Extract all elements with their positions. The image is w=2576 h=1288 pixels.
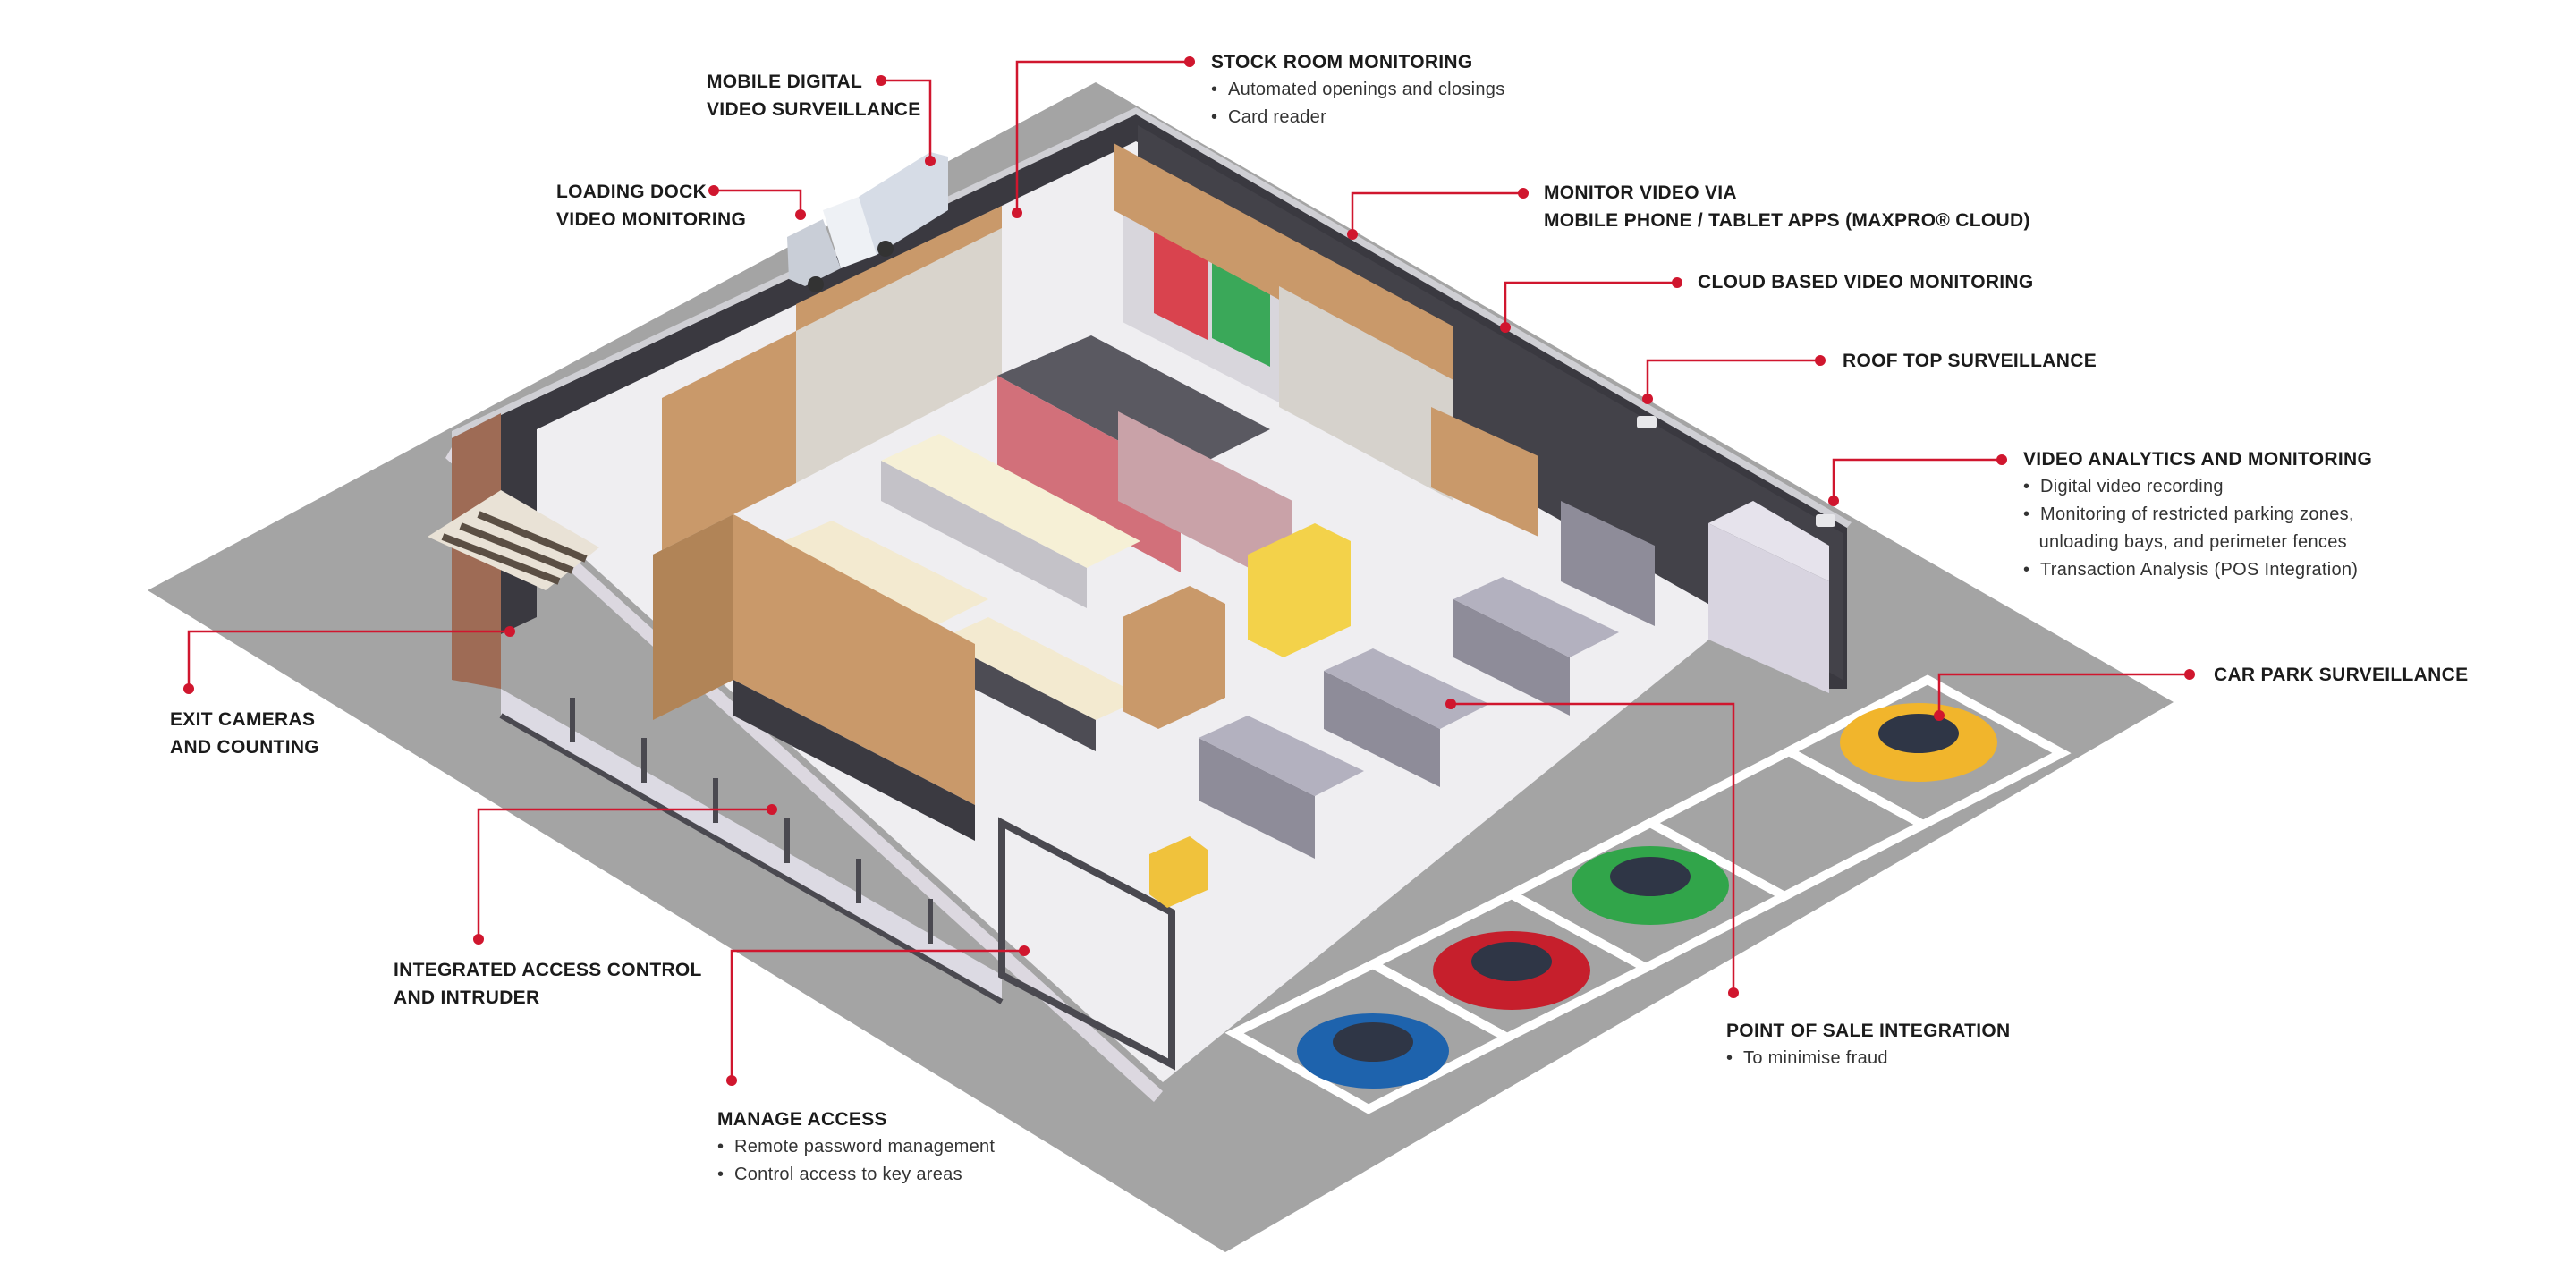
callout-roof-top: ROOF TOP SURVEILLANCE: [1843, 347, 2097, 375]
bullet-item: Digital video recording: [2023, 473, 2372, 501]
gondola-center-1-face: [997, 376, 1181, 572]
callout-bullets: To minimise fraud: [1726, 1045, 2010, 1072]
checkout-3: [1453, 599, 1570, 716]
truck-box-side: [823, 197, 877, 268]
freezer-1: [881, 434, 1140, 568]
callout-stock-room: STOCK ROOM MONITORING Automated openings…: [1211, 48, 1505, 131]
checkout-1: [1199, 738, 1315, 859]
callout-bullets: Digital video recording Monitoring of re…: [2023, 473, 2372, 584]
callout-title: CAR PARK SURVEILLANCE: [2214, 665, 2469, 685]
callout-title: ROOF TOP SURVEILLANCE: [1843, 351, 2097, 371]
car-green-roof: [1610, 857, 1690, 896]
bullet-item-continued: unloading bays, and perimeter fences: [2038, 532, 2347, 552]
truck-wheel-rear: [877, 241, 894, 257]
checkout-3-top: [1453, 577, 1619, 657]
store-floor-edge: [445, 447, 1163, 1102]
drinks-shelf: [1279, 286, 1453, 501]
freezer-3: [939, 617, 1145, 720]
checkout-2-top: [1324, 648, 1489, 729]
callout-title: STOCK ROOM MONITORING: [1211, 52, 1473, 72]
freezer-1-face: [881, 461, 1087, 608]
lockers: [1708, 523, 1829, 693]
car-blue-roof: [1333, 1022, 1413, 1062]
callout-cloud-video: CLOUD BASED VIDEO MONITORING: [1698, 268, 2034, 296]
freezer-2: [774, 521, 988, 626]
callout-mobile-dvs: MOBILE DIGITAL VIDEO SURVEILLANCE: [707, 68, 921, 123]
callout-title: INTEGRATED ACCESS CONTROL: [394, 960, 702, 980]
callout-title: MONITOR VIDEO VIA: [1544, 182, 1737, 203]
callout-car-park: CAR PARK SURVEILLANCE: [2214, 661, 2468, 689]
callout-title: MOBILE DIGITAL: [707, 72, 863, 92]
callout-dots: [183, 56, 2195, 1086]
car-red-roof: [1471, 942, 1552, 981]
callout-video-analytics: VIDEO ANALYTICS AND MONITORING Digital v…: [2023, 445, 2372, 584]
back-wall-left: [452, 114, 1136, 657]
callout-bullets: Automated openings and closings Card rea…: [1211, 76, 1505, 131]
callout-title: POINT OF SALE INTEGRATION: [1726, 1021, 2011, 1041]
cabinet-front: [733, 680, 975, 841]
bullet-item: To minimise fraud: [1726, 1045, 2010, 1072]
checkout-2: [1324, 671, 1440, 787]
self-checkout: [1561, 501, 1655, 626]
truck-cab: [787, 219, 841, 286]
bullet-item: Control access to key areas: [717, 1161, 995, 1189]
freezer-3-face: [939, 640, 1096, 751]
analytics-camera-icon: [1816, 514, 1835, 527]
callout-manage-access: MANAGE ACCESS Remote password management…: [717, 1106, 995, 1189]
roof-camera-icon: [1637, 416, 1657, 428]
wood-shelf-right: [1114, 143, 1453, 394]
truck-wheel: [808, 276, 824, 292]
wood-panel-left: [796, 206, 1002, 331]
entry-door: [998, 817, 1175, 1071]
callout-leaders: [187, 60, 2190, 1080]
glass-front: [501, 689, 1002, 1002]
car-yellow-roof: [1878, 714, 1959, 753]
bullet-item: Remote password management: [717, 1133, 995, 1161]
back-shelf-left: [796, 228, 1002, 483]
basket-stack: [1149, 836, 1208, 908]
callout-loading-dock: LOADING DOCK VIDEO MONITORING: [556, 178, 746, 233]
callout-title: MANAGE ACCESS: [717, 1109, 887, 1130]
truck-box: [859, 152, 948, 255]
bullet-item: Transaction Analysis (POS Integration): [2023, 556, 2372, 584]
produce-stand: [1431, 407, 1538, 537]
wine-display: [1123, 586, 1225, 729]
callout-access-control: INTEGRATED ACCESS CONTROL AND INTRUDER: [394, 956, 702, 1012]
gondola-center-1: [997, 335, 1270, 474]
callout-title: MOBILE PHONE / TABLET APPS (MAXPRO® CLOU…: [1544, 210, 2030, 231]
callout-title: AND INTRUDER: [394, 987, 540, 1008]
callout-pos: POINT OF SALE INTEGRATION To minimise fr…: [1726, 1017, 2010, 1072]
parking-bays: [1224, 674, 2072, 1114]
callout-exit-cameras: EXIT CAMERAS AND COUNTING: [170, 706, 319, 761]
callout-title: VIDEO MONITORING: [556, 209, 747, 230]
callout-title: EXIT CAMERAS: [170, 709, 316, 730]
callout-title: AND COUNTING: [170, 737, 319, 758]
gondola-center-2: [1118, 411, 1292, 590]
callout-title: CLOUD BASED VIDEO MONITORING: [1698, 272, 2034, 292]
glass-front-frames: [499, 698, 1004, 1004]
callout-title: VIDEO SURVEILLANCE: [707, 99, 921, 120]
callout-monitor-video: MONITOR VIDEO VIA MOBILE PHONE / TABLET …: [1544, 179, 2030, 234]
yellow-display: [1248, 523, 1351, 657]
bullet-item: Monitoring of restricted parking zones,: [2023, 501, 2372, 529]
wine-shelf-front-dark: [653, 514, 733, 720]
callout-bullets: Remote password management Control acces…: [717, 1133, 995, 1189]
checkout-1-top: [1199, 716, 1364, 796]
lockers-side: [1708, 501, 1829, 581]
bullet-item: Automated openings and closings: [1211, 76, 1505, 104]
awning-stripes: [441, 511, 588, 585]
wall-top-right: [1136, 107, 1852, 528]
callout-title: LOADING DOCK: [556, 182, 708, 202]
bread-shelf: [662, 331, 796, 550]
callout-title: VIDEO ANALYTICS AND MONITORING: [2023, 449, 2373, 470]
bullet-item: Card reader: [1211, 104, 1505, 131]
